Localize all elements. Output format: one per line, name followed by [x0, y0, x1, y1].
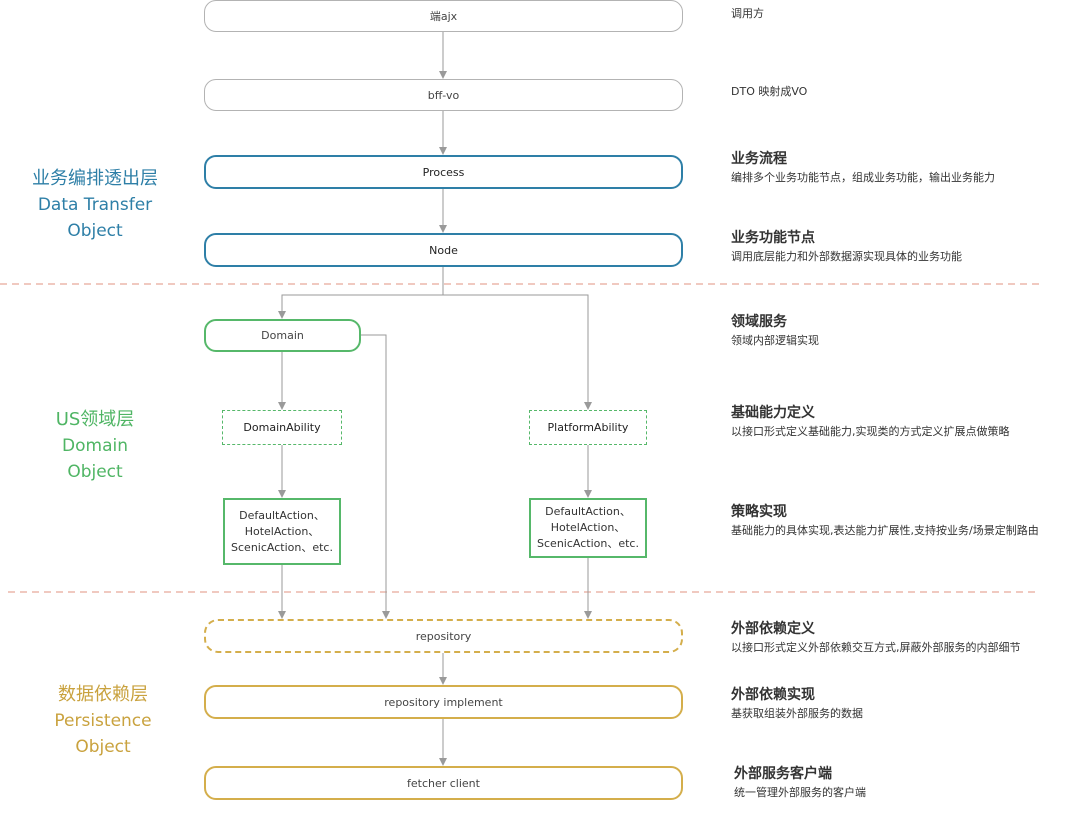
desc-title: 业务功能节点 — [731, 230, 815, 246]
layer-title-en: Data Transfer — [37, 195, 153, 215]
box-actions-left: DefaultAction、 HotelAction、 ScenicAction… — [223, 498, 341, 565]
desc-text: DTO 映射成VO — [731, 85, 808, 98]
layer-title-en: Persistence — [54, 711, 152, 731]
layer-title-zh: 数据依赖层 — [58, 684, 148, 705]
layer-title-zh: US领域层 — [55, 409, 135, 430]
box-domain-ability: DomainAbility — [222, 410, 342, 445]
desc-subtitle: 调用底层能力和外部数据源实现具体的业务功能 — [731, 250, 962, 263]
layer-title-zh: 业务编排透出层 — [32, 168, 158, 189]
desc-domain-service: 领域服务 领域内部逻辑实现 — [731, 312, 819, 350]
desc-subtitle: 编排多个业务功能节点，组成业务功能，输出业务能力 — [731, 171, 995, 184]
desc-strategy: 策略实现 基础能力的具体实现,表达能力扩展性,支持按业务/场景定制路由 — [731, 502, 1039, 540]
action-line: HotelAction、 — [550, 521, 626, 534]
box-domain: Domain — [204, 319, 361, 352]
action-line: ScenicAction、etc. — [537, 537, 639, 550]
box-repository-implement: repository implement — [204, 685, 683, 719]
action-line: HotelAction、 — [244, 524, 320, 538]
arrow-node-domain — [278, 267, 444, 319]
desc-title: 基础能力定义 — [731, 405, 815, 421]
desc-subtitle: 领域内部逻辑实现 — [731, 334, 819, 347]
desc-dto: DTO 映射成VO — [731, 84, 807, 100]
arrow-domain-repository — [360, 334, 390, 619]
action-line: DefaultAction、 — [239, 508, 325, 522]
layer-title-en: Object — [67, 462, 123, 482]
desc-title: 外部依赖实现 — [731, 687, 815, 703]
desc-subtitle: 统一管理外部服务的客户端 — [734, 786, 866, 799]
action-line: DefaultAction、 — [545, 505, 631, 518]
desc-subtitle: 基获取组装外部服务的数据 — [731, 707, 863, 720]
box-ajx: 端ajx — [204, 0, 683, 32]
layer-title-en: Domain — [62, 436, 128, 456]
desc-ability: 基础能力定义 以接口形式定义基础能力,实现类的方式定义扩展点做策略 — [731, 403, 1010, 441]
desc-dependency-implementation: 外部依赖实现 基获取组装外部服务的数据 — [731, 685, 863, 723]
box-bff-vo: bff-vo — [204, 79, 683, 111]
layer-label-persistence: 数据依赖层 Persistence Object — [18, 682, 188, 760]
desc-subtitle: 以接口形式定义基础能力,实现类的方式定义扩展点做策略 — [731, 425, 1010, 438]
desc-title: 外部依赖定义 — [731, 621, 815, 637]
layer-title-en: Object — [67, 221, 123, 241]
box-fetcher-client: fetcher client — [204, 766, 683, 800]
desc-subtitle: 以接口形式定义外部依赖交互方式,屏蔽外部服务的内部细节 — [731, 641, 1021, 654]
desc-title: 外部服务客户端 — [734, 766, 832, 782]
action-line: ScenicAction、etc. — [231, 540, 333, 554]
desc-title: 策略实现 — [731, 504, 787, 520]
desc-flow: 业务流程 编排多个业务功能节点，组成业务功能，输出业务能力 — [731, 149, 995, 187]
box-repository: repository — [204, 619, 683, 653]
box-actions-right: DefaultAction、 HotelAction、 ScenicAction… — [529, 498, 647, 558]
box-platform-ability: PlatformAbility — [529, 410, 647, 445]
layer-label-data-transfer: 业务编排透出层 Data Transfer Object — [10, 166, 180, 244]
layer-title-en: Object — [75, 737, 131, 757]
box-process: Process — [204, 155, 683, 189]
layer-label-domain: US领域层 Domain Object — [10, 407, 180, 485]
desc-subtitle: 基础能力的具体实现,表达能力扩展性,支持按业务/场景定制路由 — [731, 524, 1039, 537]
desc-dependency-definition: 外部依赖定义 以接口形式定义外部依赖交互方式,屏蔽外部服务的内部细节 — [731, 619, 1021, 657]
desc-title: 领域服务 — [731, 314, 787, 330]
desc-node: 业务功能节点 调用底层能力和外部数据源实现具体的业务功能 — [731, 228, 962, 266]
arrow-node-platform — [443, 294, 592, 410]
desc-text: 调用方 — [731, 7, 764, 20]
desc-title: 业务流程 — [731, 151, 787, 167]
box-node: Node — [204, 233, 683, 267]
desc-caller: 调用方 — [731, 6, 764, 22]
desc-client: 外部服务客户端 统一管理外部服务的客户端 — [734, 764, 866, 802]
